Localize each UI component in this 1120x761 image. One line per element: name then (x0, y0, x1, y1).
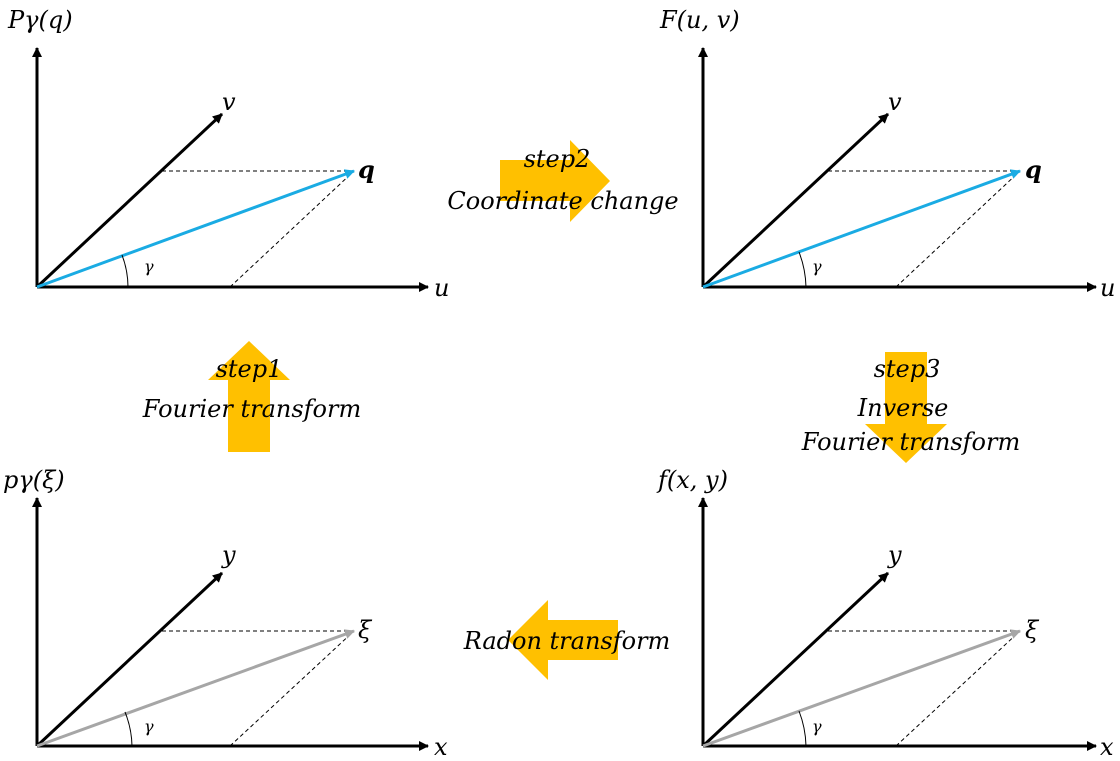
angle-label: γ (812, 717, 822, 736)
step2-title: step2 (524, 145, 591, 173)
panel-top-right: γ F(u, v) u v q (659, 6, 1115, 302)
step3-text-line1: Inverse (857, 394, 949, 422)
step3-down-arrow (865, 352, 947, 463)
u-axis-label: u (434, 274, 449, 302)
panel-top-left: γ Pγ(q) u v q (7, 6, 449, 302)
projection-dash-diagonal (895, 630, 1021, 747)
projection-dash-diagonal (895, 170, 1021, 288)
angle-arc (124, 711, 133, 747)
y-diagonal-axis-label: y (887, 541, 902, 569)
q-vector (702, 169, 1021, 289)
step2-right-arrow (500, 140, 610, 222)
v-axis-label: v (888, 88, 902, 116)
y-axis-label: Pγ(q) (7, 6, 73, 34)
angle-arc (798, 251, 807, 288)
step1-text: Fourier transform (142, 395, 361, 423)
xi-vector (702, 629, 1021, 748)
angle-label: γ (812, 257, 822, 276)
y-diagonal-axis (35, 571, 224, 748)
y-diagonal-axis (701, 571, 890, 748)
q-vector (36, 169, 355, 289)
y-diagonal-axis-label: y (221, 541, 236, 569)
u-axis-label: u (1100, 274, 1115, 302)
radon-text: Radon transform (463, 627, 671, 655)
y-axis-label: F(u, v) (659, 6, 740, 34)
step2-text: Coordinate change (447, 187, 678, 215)
v-axis-label: v (222, 88, 236, 116)
projection-dash-diagonal (229, 170, 355, 288)
x-axis-label: x (434, 733, 448, 761)
step3-text-line2: Fourier transform (801, 428, 1020, 456)
angle-arc (798, 710, 807, 747)
xi-vector-label: ξ (358, 616, 373, 644)
y-axis-label: f(x, y) (656, 466, 728, 494)
v-axis (701, 112, 890, 289)
xi-vector-label: ξ (1025, 616, 1040, 644)
panel-bottom-left: γ pγ(ξ) x y ξ (3, 466, 448, 761)
step1-up-arrow (208, 341, 290, 452)
radon-left-arrow (508, 600, 618, 680)
q-vector-label: q (1025, 155, 1042, 184)
panel-bottom-right: γ f(x, y) x y ξ (656, 466, 1114, 761)
angle-label: γ (144, 717, 154, 736)
q-vector-label: q (358, 155, 375, 184)
step1-title: step1 (216, 355, 283, 383)
x-axis-label: x (1100, 733, 1114, 761)
projection-dash-diagonal (229, 630, 355, 747)
angle-arc (121, 254, 129, 288)
angle-label: γ (144, 257, 154, 276)
xi-vector (36, 629, 355, 748)
step3-title: step3 (874, 355, 941, 383)
v-axis (35, 112, 224, 289)
y-axis-label: pγ(ξ) (3, 466, 65, 494)
